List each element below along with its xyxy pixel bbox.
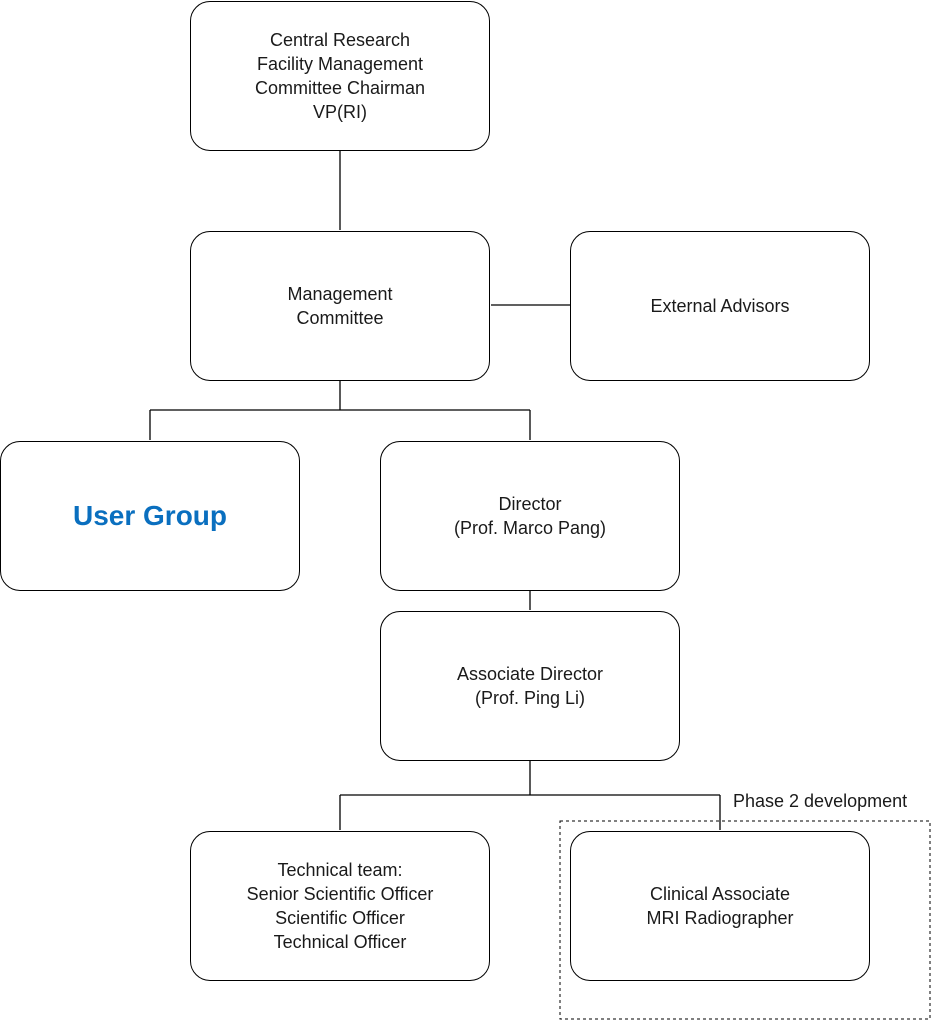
associate-director-line: Associate Director [456,664,604,684]
director-text: Director (Prof. Marco Pang) [454,492,606,540]
chairman-line: Facility Management [256,54,424,74]
phase-2-group-border [559,820,931,1020]
director-line: (Prof. Marco Pang) [453,518,607,538]
technical-team-line: Technical team: [277,860,403,880]
connector-associate-branch [339,761,721,830]
external-advisors-line: External Advisors [650,296,790,316]
management-committee-text: Management Committee [287,282,392,330]
chairman-line: Central Research [269,30,411,50]
management-committee-line: Management [287,284,393,304]
technical-team-line: Senior Scientific Officer [246,884,434,904]
chairman-line: VP(RI) [313,102,367,122]
technical-team-line: Scientific Officer [275,908,405,928]
chairman-text: Central Research Facility Management Com… [255,28,425,124]
clinical-associate-text: Clinical Associate MRI Radiographer [646,882,793,930]
external-advisors-text: External Advisors [650,294,789,318]
user-group-text: User Group [73,500,227,532]
associate-director-text: Associate Director (Prof. Ping Li) [457,662,603,710]
phase-2-label: Phase 2 development [733,791,908,811]
user-group-node: User Group [0,441,300,591]
clinical-associate-node: Clinical Associate MRI Radiographer [570,831,870,981]
clinical-associate-line: MRI Radiographer [646,908,794,928]
external-advisors-node: External Advisors [570,231,870,381]
technical-team-text: Technical team: Senior Scientific Office… [247,858,434,954]
chairman-line: Committee Chairman [254,78,426,98]
management-committee-line: Committee [296,308,384,328]
connector-management-branch [149,381,531,440]
director-line: Director [498,494,562,514]
technical-team-node: Technical team: Senior Scientific Office… [190,831,490,981]
technical-team-line: Technical Officer [273,932,407,952]
chairman-node: Central Research Facility Management Com… [190,1,490,151]
associate-director-node: Associate Director (Prof. Ping Li) [380,611,680,761]
clinical-associate-line: Clinical Associate [649,884,791,904]
director-node: Director (Prof. Marco Pang) [380,441,680,591]
management-committee-node: Management Committee [190,231,490,381]
user-group-line: User Group [72,500,228,531]
associate-director-line: (Prof. Ping Li) [474,688,586,708]
